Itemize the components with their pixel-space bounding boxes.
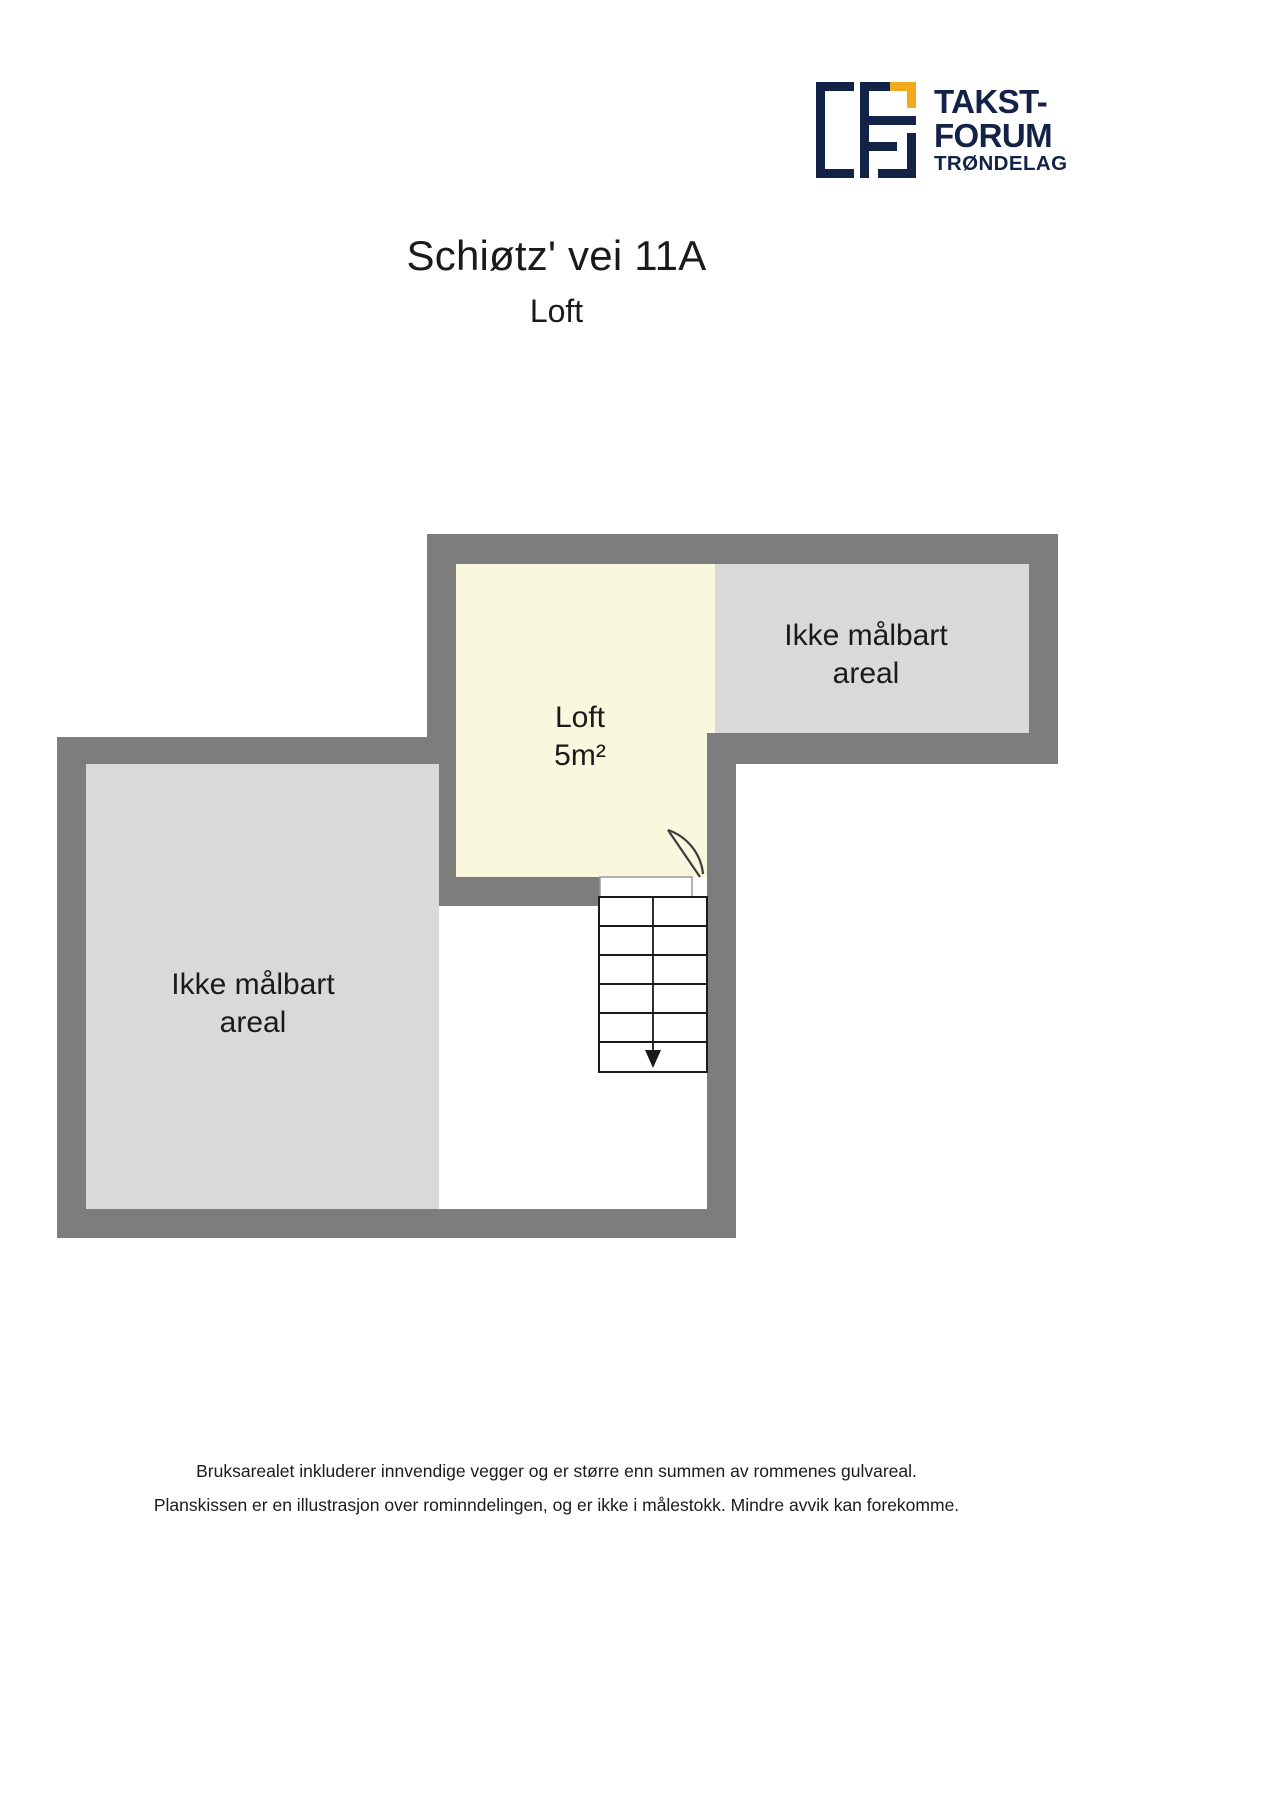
room-fill-unmeasurable-top-right-restore [715,564,1029,733]
room-label-unmeasurable-bottom-left-line2: areal [220,1006,287,1039]
room-label-unmeasurable-bottom-left-line1: Ikke målbart [171,968,335,1001]
staircase-icon [598,896,708,1073]
wall-lower-left-bottom [57,1209,736,1238]
brand-logo: TAKST- FORUM TRØNDELAG [812,72,1067,188]
footer-line-2: Planskissen er en illustrasjon over romi… [153,1495,960,1516]
wall-upper-right-bottom [707,733,1058,764]
room-label-loft-name: Loft [555,701,606,734]
wall-top [427,534,1058,564]
wall-loft-right [707,733,736,1238]
room-fill-unmeasurable-bottom-left-restore [86,764,439,1209]
room-label-unmeasurable-top-right-line2: areal [833,657,900,690]
footer-line-1: Bruksarealet inkluderer innvendige vegge… [196,1461,917,1481]
logo-line-1: TAKST- [934,82,1048,120]
wall-upper-right-right [1029,534,1058,764]
room-label-loft-area: 5m² [554,739,606,772]
room-label-unmeasurable-top-right-line1: Ikke målbart [784,619,948,652]
room-fill-loft-restore [456,564,707,877]
logo-wordmark: TAKST- FORUM TRØNDELAG [934,85,1067,175]
page-title: Schiøtz' vei 11A [406,232,707,279]
void-right-bottom [736,764,1058,1238]
wall-lower-left-top [57,737,456,764]
page-subtitle: Loft [529,293,584,329]
logo-line-3: TRØNDELAG [934,152,1068,176]
takst-forum-bracket-f-icon [812,78,920,182]
logo-line-2: FORUM [934,116,1053,154]
footer-disclaimer: Bruksarealet inkluderer innvendige vegge… [0,1454,1113,1522]
wall-lower-left-left [57,737,86,1238]
